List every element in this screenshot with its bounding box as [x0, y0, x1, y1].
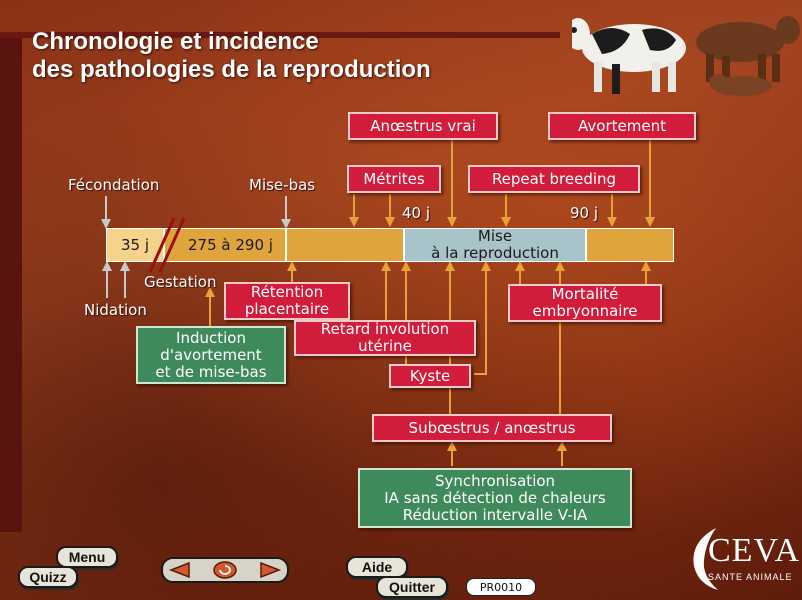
ceva-logo-brand: CEVA — [708, 532, 801, 569]
timeline-break-icon — [148, 217, 186, 273]
label-mise-bas: Mise-bas — [249, 176, 316, 194]
label-35j: 35 j — [121, 236, 150, 254]
box-retard-involution: Retard involution utérine — [294, 320, 476, 356]
navigation-control — [161, 557, 289, 583]
label-mise-line-2: à la reproduction — [431, 244, 559, 262]
right-arrow-icon[interactable] — [259, 561, 283, 579]
quitter-button[interactable]: Quitter — [376, 576, 448, 598]
sync-line-3: Réduction intervalle V-IA — [402, 505, 588, 524]
ceva-logo-subtitle: SANTE ANIMALE — [708, 572, 793, 582]
label-mise-line-1: Mise — [477, 227, 513, 245]
timeline-segment-gestation — [164, 228, 286, 262]
label-fecondation: Fécondation — [68, 176, 160, 194]
retard-line-2: utérine — [358, 337, 412, 355]
box-mortalite-embryonnaire: Mortalité embryonnaire — [508, 284, 662, 322]
black-white-cow-icon — [572, 18, 686, 94]
box-synchronisation: Synchronisation IA sans détection de cha… — [358, 468, 632, 528]
top-border-bar — [0, 32, 560, 38]
menu-button[interactable]: Menu — [56, 546, 118, 568]
ceva-logo-swoosh-icon — [693, 528, 718, 590]
retention-line-1: Rétention — [250, 283, 324, 301]
box-retention-placentaire: Rétention placentaire — [224, 282, 350, 320]
box-metrites: Métrites — [347, 165, 441, 193]
cattle-illustration-icon — [572, 16, 800, 96]
title-line-2: des pathologies de la reproduction — [32, 56, 431, 83]
page-title: Chronologie et incidence des pathologies… — [32, 28, 431, 84]
ceva-logo: CEVA SANTE ANIMALE — [686, 522, 801, 594]
aide-button[interactable]: Aide — [346, 556, 408, 578]
label-nidation: Nidation — [84, 301, 147, 319]
refresh-icon[interactable] — [212, 560, 238, 580]
quizz-button[interactable]: Quizz — [18, 566, 78, 588]
retention-line-2: placentaire — [244, 300, 330, 318]
left-border-bar — [0, 32, 22, 532]
box-avortement: Avortement — [548, 112, 696, 140]
timeline-segment-post-partum — [286, 228, 404, 262]
induction-line-3: et de mise-bas — [155, 362, 267, 381]
title-line-1: Chronologie et incidence — [32, 28, 319, 55]
box-anoestrus-vrai: Anœstrus vrai — [348, 112, 498, 140]
timeline-segment-end — [586, 228, 674, 262]
timeline-segment-mise-reproduction — [404, 228, 586, 262]
mortalite-line-1: Mortalité — [551, 285, 619, 303]
retard-line-1: Retard involution — [320, 320, 450, 338]
mortalite-line-2: embryonnaire — [532, 302, 638, 320]
page-code-badge: PR0010 — [466, 578, 536, 596]
box-induction-avortement: Induction d'avortement et de mise-bas — [136, 326, 286, 384]
label-mise-reproduction: Mise à la reproduction — [404, 228, 586, 262]
left-arrow-icon[interactable] — [167, 561, 191, 579]
brown-cow-icon — [696, 16, 800, 96]
label-40j: 40 j — [402, 204, 431, 222]
arrow-kyste-2 — [474, 261, 491, 375]
sync-line-1: Synchronisation — [434, 471, 556, 490]
box-suboestrus-anoestrus: Subœstrus / anœstrus — [372, 414, 612, 442]
induction-line-2: d'avortement — [160, 345, 262, 364]
label-275-290j: 275 à 290 j — [188, 236, 273, 254]
induction-line-1: Induction — [176, 328, 246, 347]
box-repeat-breeding: Repeat breeding — [468, 165, 640, 193]
label-90j: 90 j — [570, 204, 599, 222]
timeline-segment-35j — [106, 228, 164, 262]
sync-line-2: IA sans détection de chaleurs — [384, 488, 606, 507]
label-gestation: Gestation — [144, 273, 217, 291]
box-kyste: Kyste — [389, 364, 471, 388]
